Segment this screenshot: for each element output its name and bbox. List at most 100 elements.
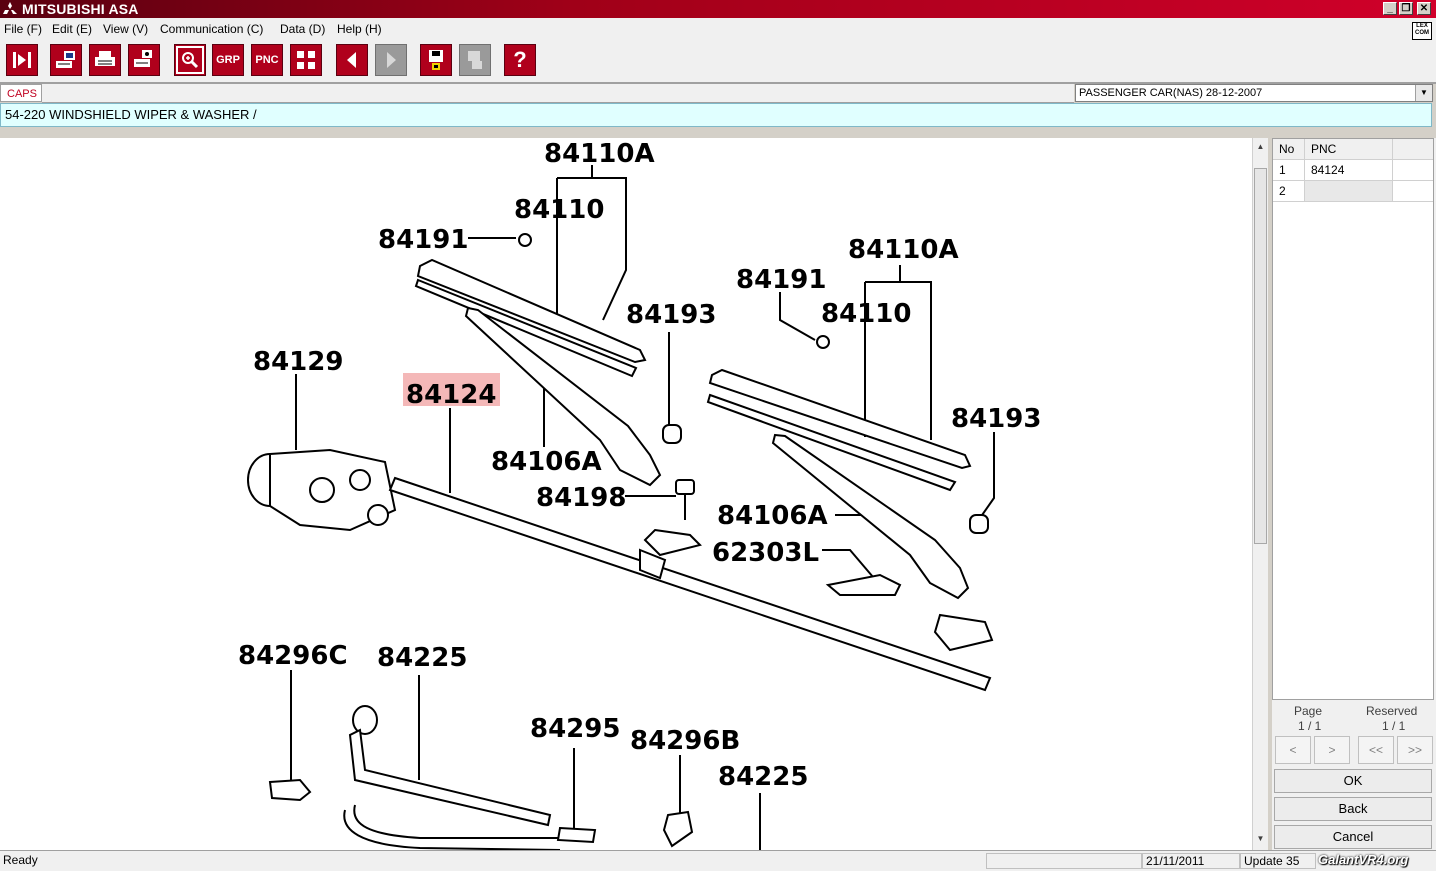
reserved-value: 1 / 1 — [1382, 719, 1406, 733]
label-84124[interactable]: 84124 — [406, 380, 496, 410]
status-date: 21/11/2011 — [1142, 853, 1240, 869]
lexcom-logo: LEX COM — [1412, 22, 1432, 40]
row-no: 1 — [1273, 160, 1305, 180]
label-84110A-1[interactable]: 84110A — [544, 139, 655, 169]
caps-tab[interactable]: CAPS — [0, 84, 42, 102]
parts-diagram[interactable]: 84110A 84110 84191 84110A 84191 84110 84… — [0, 138, 1252, 850]
watermark: GalantVR4.org — [1318, 852, 1409, 867]
menu-bar: File (F) Edit (E) View (V) Communication… — [0, 18, 1436, 41]
menu-help[interactable]: Help (H) — [337, 22, 382, 36]
label-62303L[interactable]: 62303L — [712, 538, 819, 568]
catalog-select[interactable]: PASSENGER CAR(NAS) 28-12-2007 ▼ — [1075, 84, 1433, 102]
send-button[interactable] — [459, 44, 491, 76]
reserved-label: Reserved — [1366, 704, 1418, 718]
back-arrow-icon — [347, 52, 356, 68]
forward-arrow-icon — [387, 52, 396, 68]
close-button[interactable]: ✕ — [1417, 2, 1431, 15]
label-84225-1[interactable]: 84225 — [377, 643, 467, 673]
label-84106A-1[interactable]: 84106A — [491, 447, 602, 477]
toolbar: GRP PNC ? — [0, 40, 1436, 84]
parts-panel: No PNC 1 84124 2 Page 1 / 1 Reserved 1 /… — [1272, 138, 1436, 850]
chevron-down-icon[interactable]: ▼ — [1415, 85, 1432, 101]
zoom-search-icon — [182, 52, 199, 69]
restore-button[interactable]: ❐ — [1399, 2, 1413, 15]
menu-file[interactable]: File (F) — [4, 22, 42, 36]
window-title: MITSUBISHI ASA — [22, 1, 139, 17]
label-84129[interactable]: 84129 — [253, 347, 343, 377]
scroll-up-icon[interactable]: ▲ — [1256, 142, 1265, 151]
forward-button[interactable] — [375, 44, 407, 76]
wiper-parts-drawing — [247, 233, 994, 850]
print-setup-button[interactable] — [128, 44, 160, 76]
header-pnc: PNC — [1305, 139, 1393, 159]
print-setup-icon — [134, 50, 152, 67]
catalog-select-value: PASSENGER CAR(NAS) 28-12-2007 — [1079, 87, 1263, 99]
part-labels: 84110A 84110 84191 84110A 84191 84110 84… — [238, 139, 1041, 792]
selected-part-highlight — [403, 373, 500, 406]
menu-edit[interactable]: Edit (E) — [52, 22, 93, 36]
menu-data[interactable]: Data (D) — [280, 22, 326, 36]
grp-button[interactable]: GRP — [212, 44, 244, 76]
save-icon — [429, 50, 443, 70]
row-pnc — [1305, 181, 1393, 201]
menu-communication[interactable]: Communication (C) — [160, 22, 264, 36]
scroll-down-icon[interactable]: ▼ — [1256, 834, 1265, 843]
back-button[interactable] — [336, 44, 368, 76]
label-84296C[interactable]: 84296C — [238, 641, 348, 671]
row-pnc: 84124 — [1305, 160, 1393, 180]
label-84110-1[interactable]: 84110 — [514, 195, 604, 225]
minimize-button[interactable]: _ — [1383, 2, 1397, 15]
header-no: No — [1273, 139, 1305, 159]
row-no: 2 — [1273, 181, 1305, 201]
label-84193-2[interactable]: 84193 — [951, 404, 1041, 434]
print-button[interactable] — [89, 44, 121, 76]
status-ready: Ready — [3, 853, 38, 867]
label-84110A-2[interactable]: 84110A — [848, 235, 959, 265]
status-bar: Ready 21/11/2011 Update 35 — [0, 850, 1436, 871]
label-84225-2[interactable]: 84225 — [718, 762, 808, 792]
back-nav-button[interactable]: Back — [1274, 797, 1432, 821]
cancel-button[interactable]: Cancel — [1274, 825, 1432, 849]
print-icon — [95, 51, 115, 66]
table-header: No PNC — [1273, 139, 1433, 160]
last-page-button[interactable]: >> — [1397, 736, 1433, 764]
label-84198[interactable]: 84198 — [536, 483, 626, 513]
print-preview-icon — [56, 51, 75, 68]
diagram-svg: 84110A 84110 84191 84110A 84191 84110 84… — [238, 139, 1041, 850]
title-bar: MITSUBISHI ASA _ ❐ ✕ — [0, 0, 1436, 18]
menu-view[interactable]: View (V) — [103, 22, 149, 36]
print-preview-button[interactable] — [50, 44, 82, 76]
first-page-button[interactable]: << — [1358, 736, 1394, 764]
next-page-button[interactable]: > — [1314, 736, 1350, 764]
help-button[interactable]: ? — [504, 44, 536, 76]
label-84106A-2[interactable]: 84106A — [717, 501, 828, 531]
page-label: Page — [1294, 704, 1323, 718]
send-icon — [468, 51, 482, 69]
table-row[interactable]: 1 84124 — [1273, 160, 1433, 181]
diagram-scrollbar[interactable]: ▲ ▼ — [1252, 138, 1268, 850]
label-84193-1[interactable]: 84193 — [626, 300, 716, 330]
exit-button[interactable] — [6, 44, 38, 76]
save-button[interactable] — [420, 44, 452, 76]
page-value: 1 / 1 — [1298, 719, 1322, 733]
label-84296B[interactable]: 84296B — [630, 726, 740, 756]
label-84295[interactable]: 84295 — [530, 714, 620, 744]
exit-icon — [13, 52, 31, 68]
label-84110-2[interactable]: 84110 — [821, 299, 911, 329]
parts-table: No PNC 1 84124 2 — [1272, 138, 1434, 700]
grid-view-icon — [297, 51, 315, 69]
label-84191-1[interactable]: 84191 — [378, 225, 468, 255]
caps-bar — [42, 84, 1074, 103]
group-path: 54-220 WINDSHIELD WIPER & WASHER / — [0, 103, 1432, 127]
zoom-search-button[interactable] — [174, 44, 206, 76]
pnc-button[interactable]: PNC — [251, 44, 283, 76]
label-84191-2[interactable]: 84191 — [736, 265, 826, 295]
ok-button[interactable]: OK — [1274, 769, 1432, 793]
prev-page-button[interactable]: < — [1275, 736, 1311, 764]
scroll-thumb[interactable] — [1254, 168, 1267, 544]
mitsubishi-logo-icon — [3, 2, 17, 14]
status-update: Update 35 — [1240, 853, 1316, 869]
table-row[interactable]: 2 — [1273, 181, 1433, 202]
grid-view-button[interactable] — [290, 44, 322, 76]
status-empty — [986, 853, 1142, 869]
